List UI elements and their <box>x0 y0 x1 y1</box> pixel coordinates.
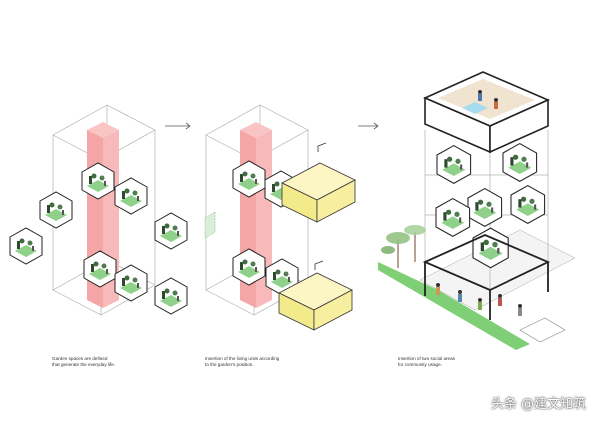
panel-3-trees <box>381 225 426 268</box>
step-arrow-1 <box>165 122 191 130</box>
step-arrow-2 <box>358 122 379 130</box>
ground-social-area <box>422 234 551 320</box>
caption-step-3-line-1: Insertion of two social areas <box>398 356 455 361</box>
caption-step-1: Garden spaces are defined that generate … <box>52 356 115 368</box>
caption-step-1-line-1: Garden spaces are defined <box>52 356 108 361</box>
caption-step-2: Insertion of the living units according … <box>205 356 279 368</box>
caption-step-1-line-2: that generate the everyday life. <box>52 362 116 367</box>
watermark: 头条 @建文知筑 <box>490 397 586 412</box>
panel-2-living-units <box>278 142 356 331</box>
rooftop-social-area <box>423 71 550 154</box>
caption-step-2-line-2: to the garden's position. <box>205 362 254 367</box>
panel-2-garden-units <box>204 160 299 296</box>
caption-step-2-line-1: Insertion of the living units according <box>205 356 280 361</box>
living-unit-upper <box>281 162 356 223</box>
caption-step-3: Insertion of two social areas for commun… <box>398 356 455 368</box>
caption-step-3-line-2: for community usage. <box>398 362 442 367</box>
living-unit-lower <box>278 272 353 331</box>
